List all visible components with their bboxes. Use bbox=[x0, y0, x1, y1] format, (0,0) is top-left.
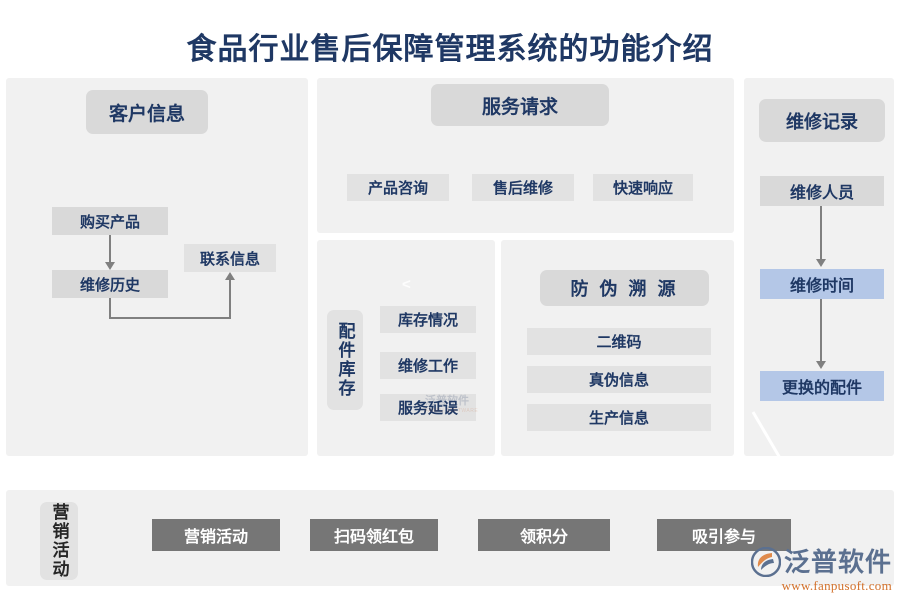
repair-node-time[interactable]: 维修时间 bbox=[760, 269, 884, 299]
service-item-after-sales-repair[interactable]: 售后维修 bbox=[472, 174, 574, 201]
service-request-header: 服务请求 bbox=[431, 84, 609, 126]
node-repair-history[interactable]: 维修历史 bbox=[52, 270, 168, 298]
connector-history-elbow-across bbox=[109, 317, 231, 319]
connector-history-elbow-down bbox=[109, 298, 111, 319]
connector-time-to-parts bbox=[820, 299, 822, 363]
arrowhead-technician-to-time bbox=[816, 259, 826, 267]
fanpu-logo-icon bbox=[750, 546, 782, 578]
customer-info-header: 客户信息 bbox=[86, 90, 208, 134]
trace-item-qr-code[interactable]: 二维码 bbox=[527, 328, 711, 355]
service-item-consult[interactable]: 产品咨询 bbox=[347, 174, 449, 201]
marketing-side-label: 营销活动 bbox=[40, 502, 78, 580]
trace-item-authenticity[interactable]: 真伪信息 bbox=[527, 366, 711, 393]
repair-node-technician[interactable]: 维修人员 bbox=[760, 176, 884, 206]
inventory-item-repair-work[interactable]: 维修工作 bbox=[380, 352, 476, 379]
arrowhead-time-to-parts bbox=[816, 361, 826, 369]
marketing-button-attract-participation[interactable]: 吸引参与 bbox=[657, 519, 791, 551]
trace-item-production-info[interactable]: 生产信息 bbox=[527, 404, 711, 431]
connector-technician-to-time bbox=[820, 206, 822, 261]
parts-inventory-side-label: 配件库存 bbox=[327, 310, 363, 410]
repair-node-replaced-parts[interactable]: 更换的配件 bbox=[760, 371, 884, 401]
arrowhead-purchase-to-history bbox=[105, 262, 115, 270]
inventory-item-service-delay[interactable]: 服务延误 bbox=[380, 394, 476, 421]
arrowhead-history-to-contact bbox=[225, 272, 235, 280]
chevron-left-icon: < bbox=[402, 276, 411, 293]
service-item-fast-response[interactable]: 快速响应 bbox=[593, 174, 693, 201]
logo-name: 泛普软件 bbox=[783, 547, 892, 577]
anti-counterfeit-header: 防 伪 溯 源 bbox=[540, 270, 709, 306]
node-purchase-product[interactable]: 购买产品 bbox=[52, 207, 168, 235]
inventory-item-stock-status[interactable]: 库存情况 bbox=[380, 306, 476, 333]
page-title: 食品行业售后保障管理系统的功能介绍 bbox=[186, 33, 714, 66]
logo-url: www.fanpusoft.com bbox=[781, 578, 892, 593]
logo-row: 泛普软件 bbox=[750, 546, 892, 578]
repair-record-header: 维修记录 bbox=[759, 99, 885, 142]
marketing-button-earn-points[interactable]: 领积分 bbox=[478, 519, 610, 551]
marketing-button-campaign[interactable]: 营销活动 bbox=[152, 519, 280, 551]
connector-purchase-to-history bbox=[109, 235, 111, 263]
brand-logo: 泛普软件 www.fanpusoft.com bbox=[750, 546, 892, 594]
node-contact-info[interactable]: 联系信息 bbox=[184, 244, 276, 272]
connector-history-elbow-up bbox=[229, 280, 231, 319]
marketing-button-scan-red-packet[interactable]: 扫码领红包 bbox=[310, 519, 438, 551]
